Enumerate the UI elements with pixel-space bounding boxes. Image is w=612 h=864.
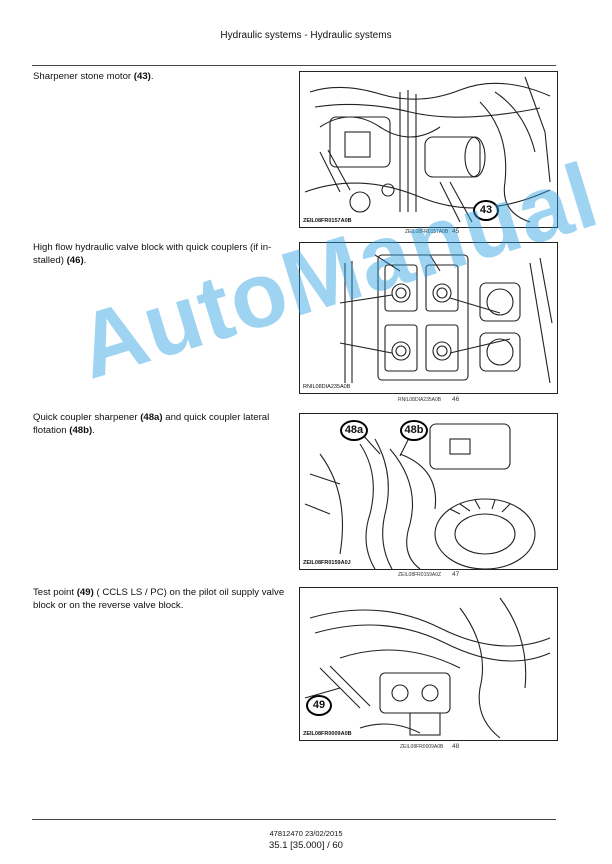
header-rule [32, 65, 556, 66]
section-text-test-point: Test point (49) ( CCLS LS / PC) on the p… [33, 587, 285, 611]
figure-number: 46 [452, 396, 460, 403]
callout-43: 43 [473, 200, 499, 221]
figure-number: 48 [452, 743, 460, 750]
section-text-sharpener-motor: Sharpener stone motor (43). [33, 71, 154, 82]
callout-48a: 48a [340, 420, 368, 441]
figure-caption: RNIL08DIA235A0B [398, 397, 442, 403]
figure-code: ZEIL08FR0009A0B [303, 731, 352, 737]
figure-number: 45 [452, 228, 460, 235]
figure-code: ZEIL08FR0157A0B [303, 218, 352, 224]
section-text-quick-couplers: Quick coupler sharpener (48a) and quick … [33, 412, 270, 436]
footer-code: 47812470 23/02/2015 [269, 829, 343, 838]
figure-code: RNIL08DIA235A0B [303, 384, 351, 390]
figure-test-point: ZEIL08FR0009A0B 49 [299, 587, 558, 741]
figure-caption: ZEIL08FR0159A0Z [398, 572, 442, 578]
footer-rule [32, 819, 556, 820]
figure-number: 47 [452, 571, 460, 578]
callout-48b: 48b [400, 420, 428, 441]
figure-valve-block: RNIL08DIA235A0B [299, 242, 558, 394]
section-text-valve-block: High flow hydraulic valve block with qui… [33, 242, 272, 266]
figure-code: ZEIL08FR0159A0J [303, 560, 351, 566]
figure-caption: ZEIL08FR0009A0B [400, 744, 444, 750]
callout-49: 49 [306, 695, 332, 716]
figure-sharpener-motor: ZEIL08FR0157A0B 43 [299, 71, 558, 228]
page-header: Hydraulic systems - Hydraulic systems [220, 30, 392, 41]
figure-quick-couplers: ZEIL08FR0159A0J 48a 48b [299, 413, 558, 570]
footer-page-number: 35.1 [35.000] / 60 [269, 840, 343, 851]
figure-caption: ZEIL08FR0157A0B [405, 229, 449, 235]
